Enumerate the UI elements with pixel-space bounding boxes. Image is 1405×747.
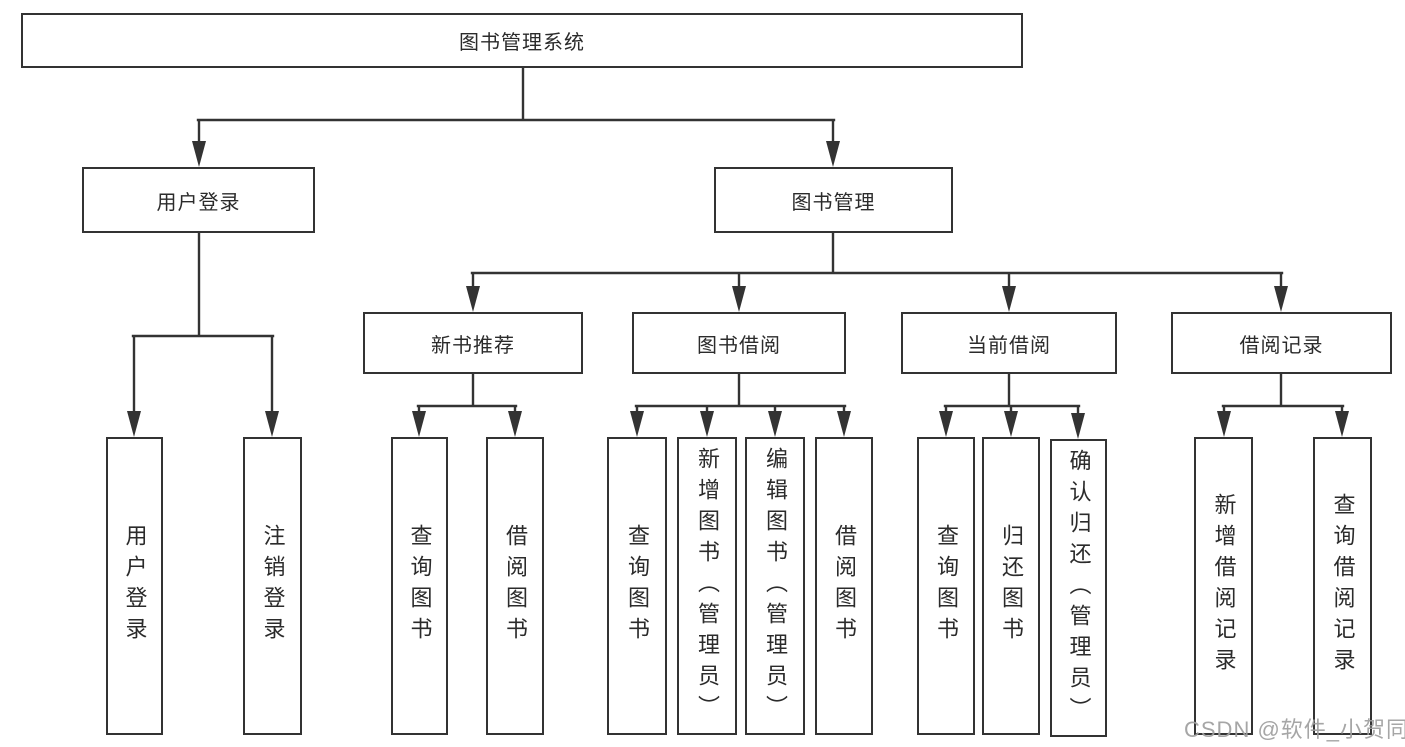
leaf-borrow-borrow-books: 借阅图书 — [815, 437, 873, 735]
leaf-recommend-borrow-books: 借阅图书 — [486, 437, 544, 735]
leaf-current-confirm-return-admin: 确认归还（管理员） — [1050, 439, 1107, 737]
leaf-current-query-books: 查询图书 — [917, 437, 975, 735]
leaf-records-query-record: 查询借阅记录 — [1313, 437, 1372, 735]
node-root-system: 图书管理系统 — [21, 13, 1023, 68]
leaf-borrow-add-books-admin: 新增图书（管理员） — [677, 437, 737, 735]
connector-lines — [131, 66, 1345, 422]
leaf-current-return-books: 归还图书 — [982, 437, 1040, 735]
node-borrow-records: 借阅记录 — [1171, 312, 1392, 374]
leaf-user-login: 用户登录 — [106, 437, 163, 735]
leaf-logout: 注销登录 — [243, 437, 302, 735]
node-new-book-recommend: 新书推荐 — [363, 312, 583, 374]
leaf-borrow-query-books: 查询图书 — [607, 437, 667, 735]
arrowheads — [127, 141, 1349, 439]
leaf-records-add-record: 新增借阅记录 — [1194, 437, 1253, 735]
node-book-management: 图书管理 — [714, 167, 953, 233]
csdn-watermark: CSDN @软件_小贺同学 — [1184, 717, 1405, 742]
leaf-recommend-query-books: 查询图书 — [391, 437, 448, 735]
node-book-borrow: 图书借阅 — [632, 312, 846, 374]
node-current-borrow: 当前借阅 — [901, 312, 1117, 374]
node-user-login: 用户登录 — [82, 167, 315, 233]
leaf-borrow-edit-books-admin: 编辑图书（管理员） — [745, 437, 805, 735]
